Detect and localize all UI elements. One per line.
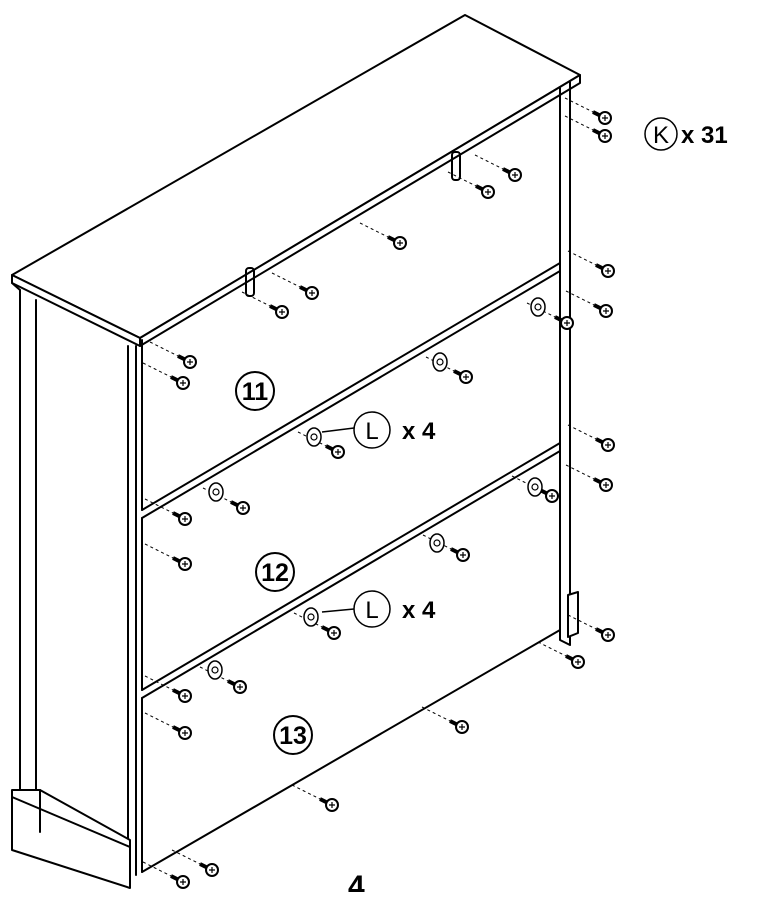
washer-icon (208, 482, 224, 502)
screw-icon (144, 675, 192, 703)
back-panel-13 (141, 629, 561, 873)
screw-quantity: x 31 (681, 122, 728, 149)
screw-icon (425, 356, 473, 384)
screw-icon (565, 464, 613, 492)
screw-letter: K (653, 122, 669, 149)
screw-icon (271, 272, 319, 300)
screw-icon (359, 222, 407, 250)
screw-icon (567, 614, 615, 642)
screw-icon (291, 784, 339, 812)
screw-icon (297, 431, 345, 459)
screw-group (142, 97, 615, 889)
washer-icon (429, 533, 445, 553)
washer-quantity-1: x 4 (402, 418, 436, 445)
panel-label-12: 12 (255, 552, 295, 592)
washer-callout-2: L x 4 (321, 590, 436, 628)
washer-icon (432, 352, 448, 372)
screw-icon (421, 706, 469, 734)
screw-icon (171, 849, 219, 877)
left-side-panel (11, 289, 137, 889)
screw-icon (199, 666, 247, 694)
panel-number-12: 12 (261, 559, 289, 587)
screw-icon (564, 97, 612, 125)
screw-icon (241, 291, 289, 319)
screw-icon (202, 487, 250, 515)
screw-icon (567, 424, 615, 452)
washer-letter-2: L (365, 597, 378, 624)
screw-icon (447, 171, 495, 199)
washer-icon (527, 477, 543, 497)
washer-quantity-2: x 4 (402, 597, 436, 624)
washer-icon (306, 427, 322, 447)
screw-icon (565, 290, 613, 318)
screw-icon (144, 543, 192, 571)
screw-icon (564, 115, 612, 143)
panel-label-11: 11 (235, 371, 275, 411)
screw-icon (537, 641, 585, 669)
washer-group (207, 297, 546, 680)
screw-icon (144, 498, 192, 526)
washer-letter-1: L (365, 418, 378, 445)
panel-label-13: 13 (273, 715, 313, 755)
screw-icon (142, 861, 190, 889)
screw-icon (293, 612, 341, 640)
top-board (11, 14, 581, 347)
back-panel-12 (141, 442, 561, 699)
washer-icon (530, 297, 546, 317)
right-side-panel (559, 81, 579, 646)
screw-icon (526, 302, 574, 330)
step-number: 4 (348, 870, 365, 892)
screw-icon (144, 712, 192, 740)
screw-icon (149, 341, 197, 369)
screw-icon (567, 250, 615, 278)
back-panel-11 (141, 262, 561, 519)
panel-number-11: 11 (242, 378, 269, 406)
screw-icon (422, 534, 470, 562)
screw-icon (142, 362, 190, 390)
washer-callout-1: L x 4 (321, 411, 436, 449)
washer-icon (303, 607, 319, 627)
panel-number-13: 13 (279, 722, 307, 750)
washer-icon (207, 660, 223, 680)
hanging-bracket-right (451, 151, 461, 181)
screw-icon (474, 154, 522, 182)
screw-callout: K x 31 (644, 117, 728, 151)
